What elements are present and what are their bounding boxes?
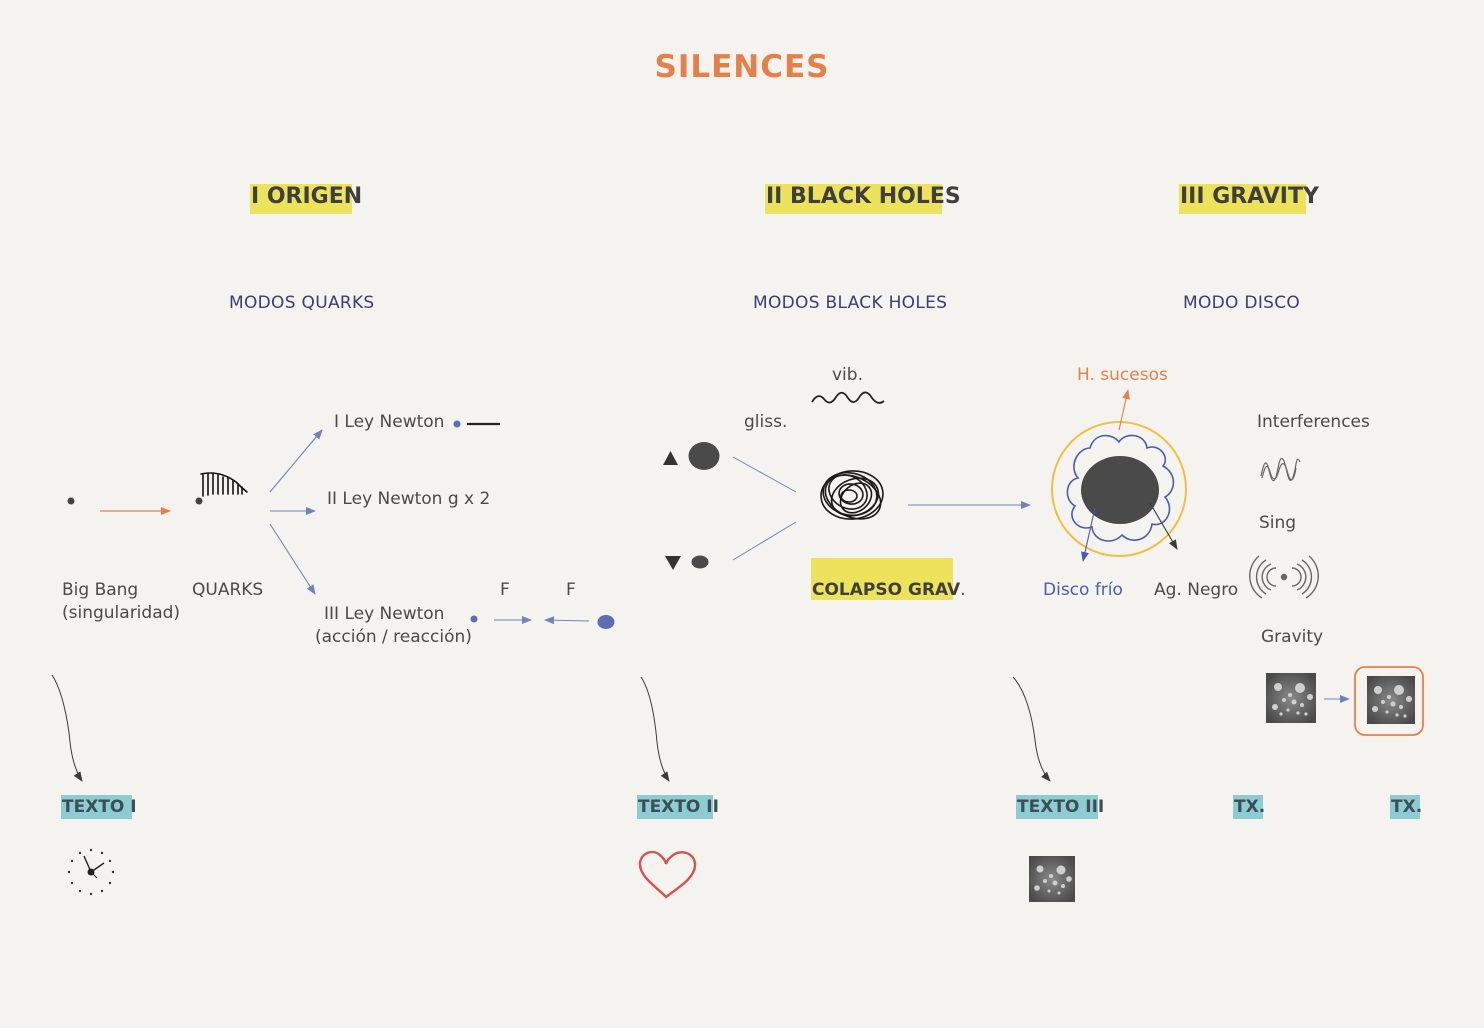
law3-small-dot <box>470 615 478 623</box>
tx-2[interactable]: TX. <box>1391 797 1423 817</box>
arrow-cold-disk <box>1081 507 1096 562</box>
highlight-texto-3 <box>1016 795 1098 819</box>
event-horizon-ring <box>1051 421 1187 557</box>
arrow-to-texto-3 <box>1012 676 1051 782</box>
texto-3[interactable]: TEXTO III <box>1017 797 1105 817</box>
label-force-right: F <box>566 580 576 600</box>
label-collapse: COLAPSO GRAV. <box>812 580 966 600</box>
highlight-origen <box>250 184 352 214</box>
label-law3-sub: (acción / reacción) <box>315 627 472 647</box>
label-big-bang-sub: (singularidad) <box>62 603 181 623</box>
quarks-dot <box>195 497 203 505</box>
mode-black-holes: MODOS BLACK HOLES <box>753 293 948 313</box>
particles-icon <box>1266 673 1316 723</box>
small-mass-dot <box>691 555 709 569</box>
arrow-to-texto-2 <box>640 676 670 782</box>
highlight-texto-2 <box>637 795 713 819</box>
arrow-to-law3 <box>269 523 316 595</box>
label-interferences: Interferences <box>1257 412 1370 432</box>
label-gliss: gliss. <box>744 412 788 432</box>
label-horizon: H. sucesos <box>1077 365 1168 385</box>
highlight-black-holes <box>765 184 942 214</box>
heart-icon <box>638 850 697 899</box>
label-cold-disk: Disco frío <box>1043 580 1123 600</box>
big-bang-dot <box>67 497 75 505</box>
force-arrow-left <box>544 616 590 625</box>
highlight-texto-1 <box>61 795 132 819</box>
law1-dot <box>453 420 461 428</box>
clock-icon <box>67 848 115 896</box>
arrow-black-agent <box>1149 502 1178 550</box>
highlight-gravity <box>1179 184 1306 214</box>
heading-origen: I ORIGEN <box>251 184 363 209</box>
cold-disk-outline <box>1066 434 1175 542</box>
particles-icon-texto-3 <box>1029 856 1075 902</box>
particles-icon-selected <box>1367 676 1415 724</box>
label-black-agent: Ag. Negro <box>1154 580 1239 600</box>
heading-black-holes: II BLACK HOLES <box>766 184 961 209</box>
page-title: SILENCES <box>654 49 830 85</box>
quarks-marks-icon <box>200 472 248 497</box>
tx-1[interactable]: TX. <box>1234 797 1266 817</box>
label-sing: Sing <box>1259 513 1297 533</box>
converge-line-top <box>732 456 797 493</box>
converge-line-bottom <box>732 521 797 561</box>
label-big-bang: Big Bang <box>62 580 139 600</box>
scribble-icon <box>820 470 884 520</box>
triangle-up-icon <box>663 451 678 465</box>
wave-icon <box>1260 457 1301 482</box>
highlight-tx-2 <box>1390 795 1420 819</box>
label-gravity: Gravity <box>1261 627 1324 647</box>
arrow-horizon <box>1118 389 1130 431</box>
heading-gravity: III GRAVITY <box>1180 184 1319 209</box>
squiggle-icon <box>811 391 885 404</box>
texto-2[interactable]: TEXTO II <box>638 797 719 817</box>
black-hole-core <box>1081 456 1159 524</box>
vibration-rings-icon <box>1249 555 1319 599</box>
arrow-to-texto-1 <box>51 674 83 782</box>
triangle-down-icon <box>665 556 681 570</box>
label-law3: III Ley Newton <box>324 604 445 624</box>
selected-frame <box>1354 666 1424 736</box>
label-law2: II Ley Newton g x 2 <box>327 489 491 509</box>
texto-1[interactable]: TEXTO I <box>62 797 137 817</box>
law3-big-dot <box>597 615 615 629</box>
label-quarks: QUARKS <box>192 580 264 600</box>
large-mass-dot <box>688 442 720 470</box>
highlight-collapse <box>811 558 953 600</box>
label-force-left: F <box>500 580 510 600</box>
label-law1: I Ley Newton <box>334 412 445 432</box>
highlight-tx-1 <box>1233 795 1263 819</box>
arrow-to-law1 <box>269 429 323 493</box>
label-vib: vib. <box>832 365 863 385</box>
mode-quarks: MODOS QUARKS <box>229 293 375 313</box>
mode-disco: MODO DISCO <box>1183 293 1301 313</box>
